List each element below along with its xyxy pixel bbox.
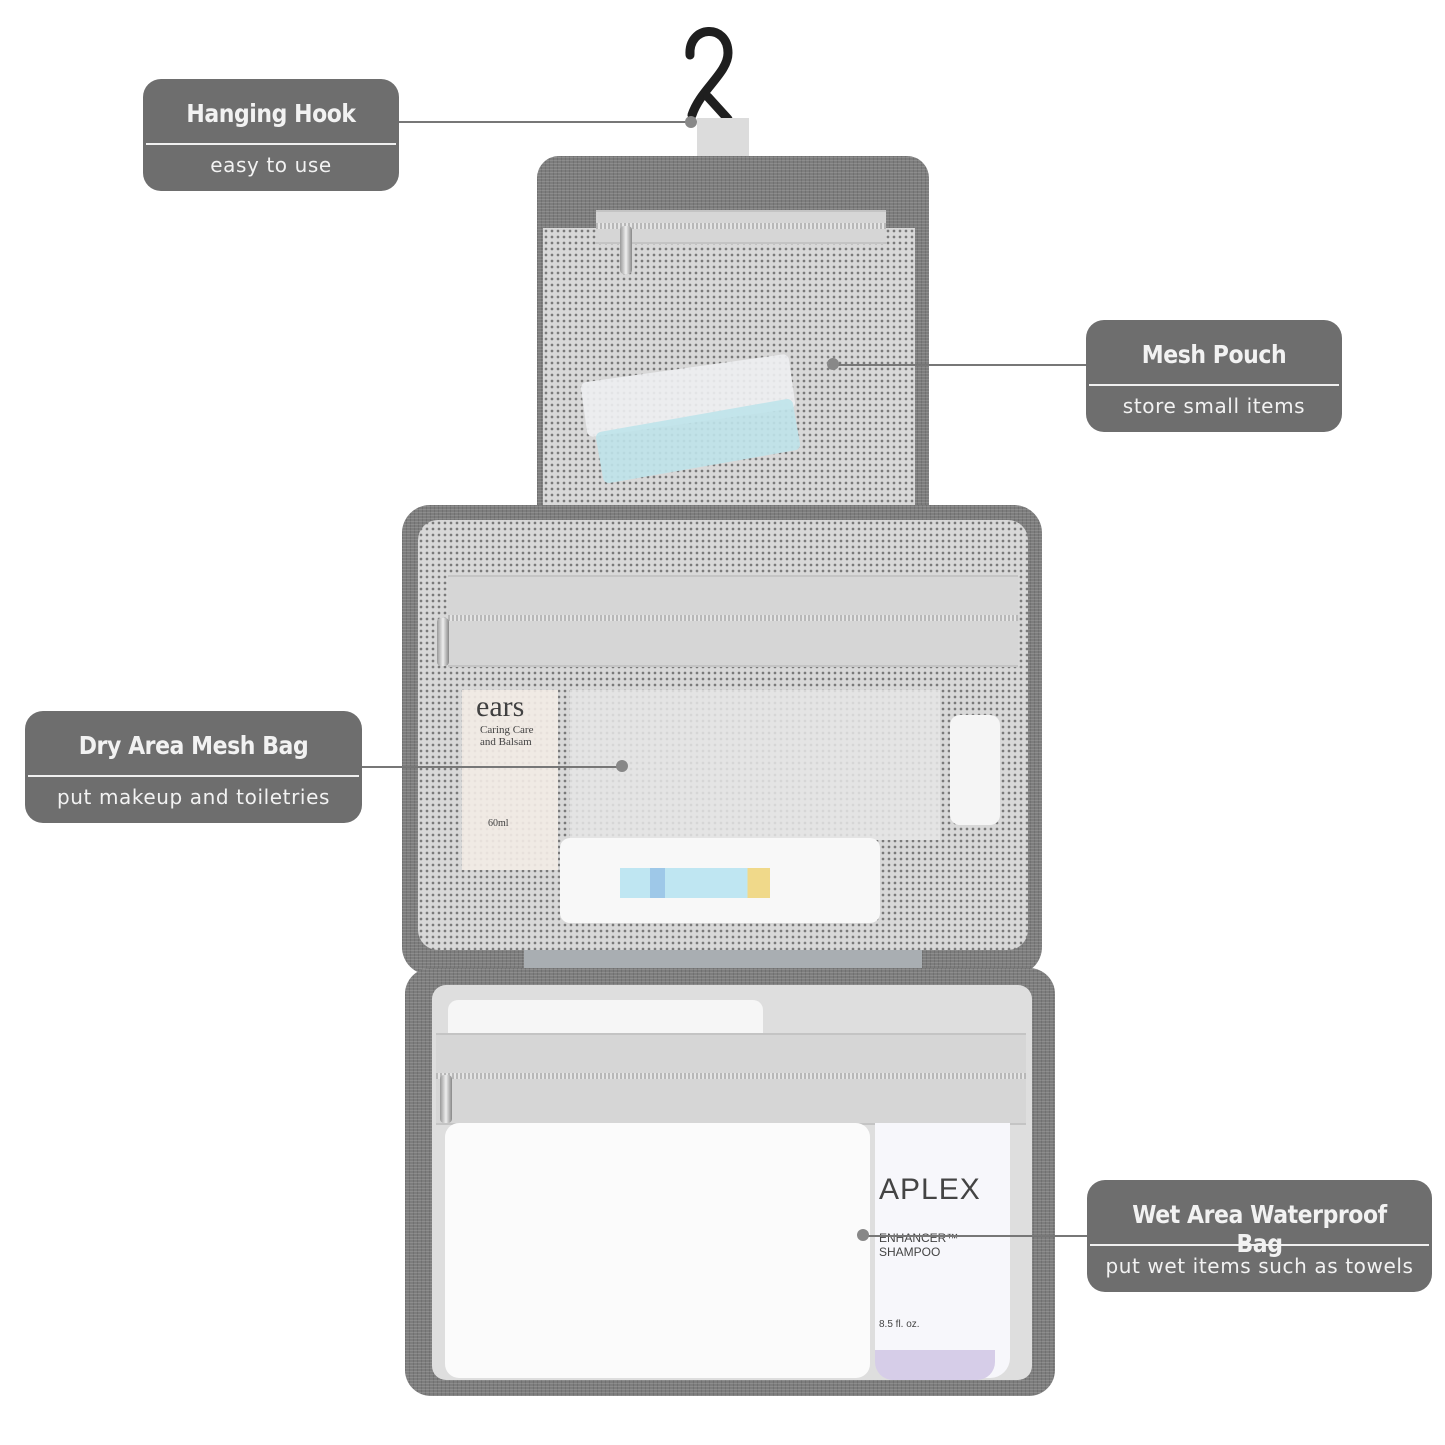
callout-title: Dry Area Mesh Bag (78, 731, 309, 760)
leader-line-dry-area (360, 766, 622, 768)
callout-dry-area: Dry Area Mesh Bag put makeup and toiletr… (25, 711, 362, 823)
shampoo-brand: APLEX (879, 1173, 981, 1206)
callout-subtitle: put wet items such as towels (1105, 1254, 1414, 1278)
callout-title: Wet Area Waterproof Bag (1132, 1200, 1387, 1258)
white-bottle (950, 715, 1000, 825)
lotion-tube: ears Caring Care and Balsam 60ml (462, 690, 558, 870)
leader-dot-wet-area (857, 1229, 869, 1241)
callout-subtitle: store small items (1122, 394, 1306, 418)
shampoo-label: SHAMPOO (879, 1245, 941, 1259)
leader-dot-dry-area (616, 760, 628, 772)
callout-divider (146, 143, 396, 145)
bottle-label (620, 868, 770, 898)
leader-line-hook (398, 121, 688, 123)
lotion-label: and Balsam (480, 736, 532, 748)
callout-divider (28, 775, 359, 777)
lotion-label: Caring Care (480, 724, 534, 736)
callout-title: Mesh Pouch (1141, 340, 1287, 369)
towel (445, 1123, 870, 1378)
large-bottle (570, 690, 940, 840)
shampoo-cap (875, 1350, 995, 1380)
shampoo-size: 8.5 fl. oz. (879, 1319, 920, 1330)
leader-dot-mesh-pouch (827, 358, 839, 370)
shampoo-label: ENHANCER™ (879, 1231, 959, 1245)
callout-title: Hanging Hook (186, 99, 356, 128)
zipper-pull (440, 1075, 452, 1123)
zipper-pull (437, 618, 449, 666)
callout-hanging-hook: Hanging Hook easy to use (143, 79, 399, 191)
callout-divider (1089, 384, 1339, 386)
callout-subtitle: easy to use (210, 153, 332, 177)
shampoo-bottle: APLEX ENHANCER™ SHAMPOO 8.5 fl. oz. (875, 1123, 1010, 1378)
hook-strap (697, 118, 749, 162)
hanging-hook-icon (685, 27, 733, 124)
callout-wet-area: Wet Area Waterproof Bag put wet items su… (1087, 1180, 1432, 1292)
callout-subtitle: put makeup and toiletries (56, 785, 331, 809)
mesh-pouch-zipper (596, 210, 886, 244)
wet-area-zipper (436, 1033, 1026, 1125)
callout-mesh-pouch: Mesh Pouch store small items (1086, 320, 1342, 432)
leader-line-mesh-pouch (835, 364, 1087, 366)
lotion-size: 60ml (488, 818, 509, 829)
zipper-pull (620, 226, 632, 274)
callout-divider (1090, 1244, 1429, 1246)
leader-dot-hook (685, 116, 697, 128)
dry-area-zipper (448, 575, 1018, 667)
lotion-brand: ears (476, 690, 525, 723)
leader-line-wet-area (865, 1235, 1087, 1237)
